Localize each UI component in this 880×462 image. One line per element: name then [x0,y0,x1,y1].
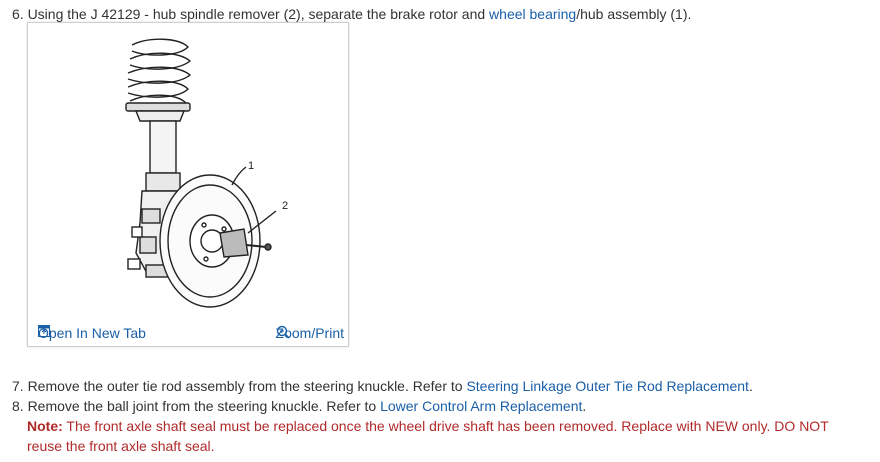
step-7-text: 7. Remove the outer tie rod assembly fro… [12,376,753,396]
lower-control-arm-link[interactable]: Lower Control Arm Replacement [380,398,583,414]
step-8-tail: . [582,398,587,414]
step-8-lead: 8. Remove the ball joint from the steeri… [12,398,381,414]
outer-tie-rod-link[interactable]: Steering Linkage Outer Tie Rod Replaceme… [466,378,749,394]
zoom-print-button[interactable]: Zoom/Print [276,325,344,341]
step-7-tail: . [748,378,753,394]
step-6-tail: /hub assembly (1). [576,6,692,22]
step-6-lead: 6. Using the J 42129 - hub spindle remov… [12,6,490,22]
step-7-lead: 7. Remove the outer tie rod assembly fro… [12,378,467,394]
note-block: Note: The front axle shaft seal must be … [27,416,847,456]
open-in-new-tab-label: Open In New Tab [38,325,146,341]
external-tab-icon [38,325,50,337]
zoom-print-label: Zoom/Print [275,325,344,341]
step-8-text: 8. Remove the ball joint from the steeri… [12,396,586,416]
figure-hub-spindle-remover: 1 2 Open In New Tab Zoom/Print [27,22,349,347]
step-6-text: 6. Using the J 42129 - hub spindle remov… [12,5,691,23]
note-text: The front axle shaft seal must be replac… [27,418,829,454]
callout-2: 2 [282,200,288,212]
figure-toolbar: Open In New Tab Zoom/Print [28,320,348,346]
strut-hub-illustration: 1 2 [125,38,288,308]
zoom-magnifier-icon [276,325,290,339]
open-in-new-tab-button[interactable]: Open In New Tab [38,325,146,341]
note-label: Note: [27,418,63,434]
wheel-bearing-link[interactable]: wheel bearing [489,6,577,22]
callout-1: 1 [248,160,254,172]
